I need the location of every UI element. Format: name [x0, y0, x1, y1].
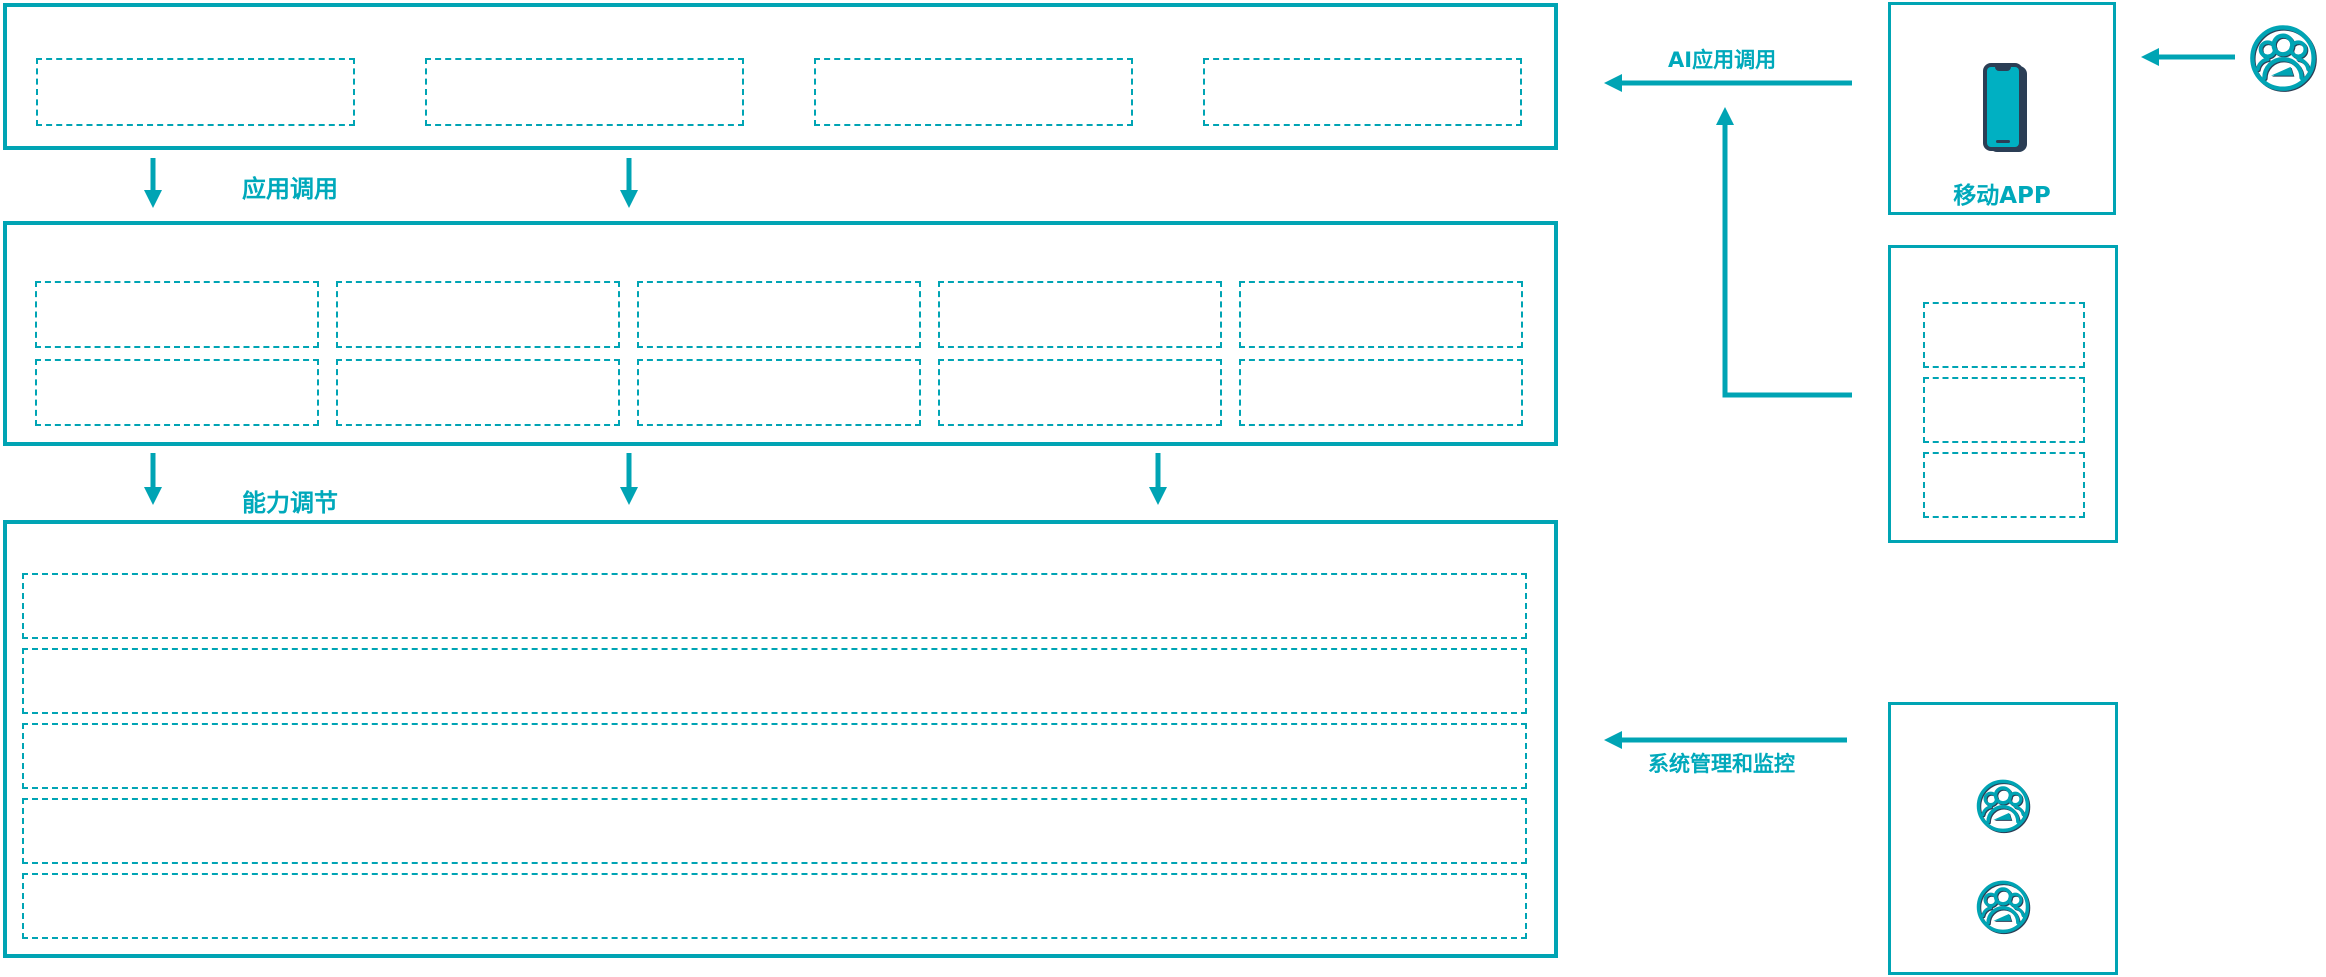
- side-panel-box: [1888, 245, 2118, 543]
- arrow-side-panel-connector: [1716, 107, 1852, 398]
- top-placeholder-row: [36, 58, 1522, 126]
- ai-app-call-label: AI应用调用: [1668, 48, 1777, 72]
- user-group-icon: [1975, 777, 2031, 837]
- smartphone-icon: [1981, 61, 2029, 155]
- placeholder-box: [35, 281, 319, 348]
- placeholder-box: [36, 58, 355, 126]
- placeholder-box: [637, 281, 921, 348]
- placeholder-box: [1203, 58, 1522, 126]
- placeholder-row: [22, 873, 1527, 939]
- placeholder-box: [637, 359, 921, 426]
- placeholder-box: [938, 359, 1222, 426]
- placeholder-box: [1239, 359, 1523, 426]
- admin-panel-box: [1888, 702, 2118, 975]
- placeholder-box: [336, 281, 620, 348]
- middle-layer-box: [3, 221, 1558, 446]
- user-group-icon: [2248, 22, 2318, 92]
- placeholder-box: [938, 281, 1222, 348]
- top-layer-box: [3, 3, 1558, 150]
- mobile-app-label: 移动APP: [1953, 183, 2051, 209]
- placeholder-box: [35, 359, 319, 426]
- placeholder-row: [22, 573, 1527, 639]
- mobile-app-box: 移动APP: [1888, 2, 2116, 215]
- placeholder-box: [1923, 302, 2085, 368]
- user-group-icon: [1975, 878, 2031, 938]
- placeholder-box: [1923, 452, 2085, 518]
- admin-icon-stack: [1891, 777, 2115, 938]
- bottom-placeholder-stack: [22, 573, 1527, 939]
- capability-adjust-label: 能力调节: [242, 489, 338, 517]
- placeholder-box: [336, 359, 620, 426]
- bottom-layer-box: [3, 520, 1558, 958]
- placeholder-row: [22, 723, 1527, 789]
- placeholder-row: [22, 798, 1527, 864]
- placeholder-box: [1239, 281, 1523, 348]
- placeholder-box: [1923, 377, 2085, 443]
- side-placeholder-stack: [1923, 302, 2085, 518]
- middle-placeholder-grid: [35, 281, 1523, 426]
- system-monitor-label: 系统管理和监控: [1648, 752, 1795, 776]
- placeholder-box: [814, 58, 1133, 126]
- app-call-label: 应用调用: [242, 175, 338, 203]
- placeholder-row: [22, 648, 1527, 714]
- placeholder-box: [425, 58, 744, 126]
